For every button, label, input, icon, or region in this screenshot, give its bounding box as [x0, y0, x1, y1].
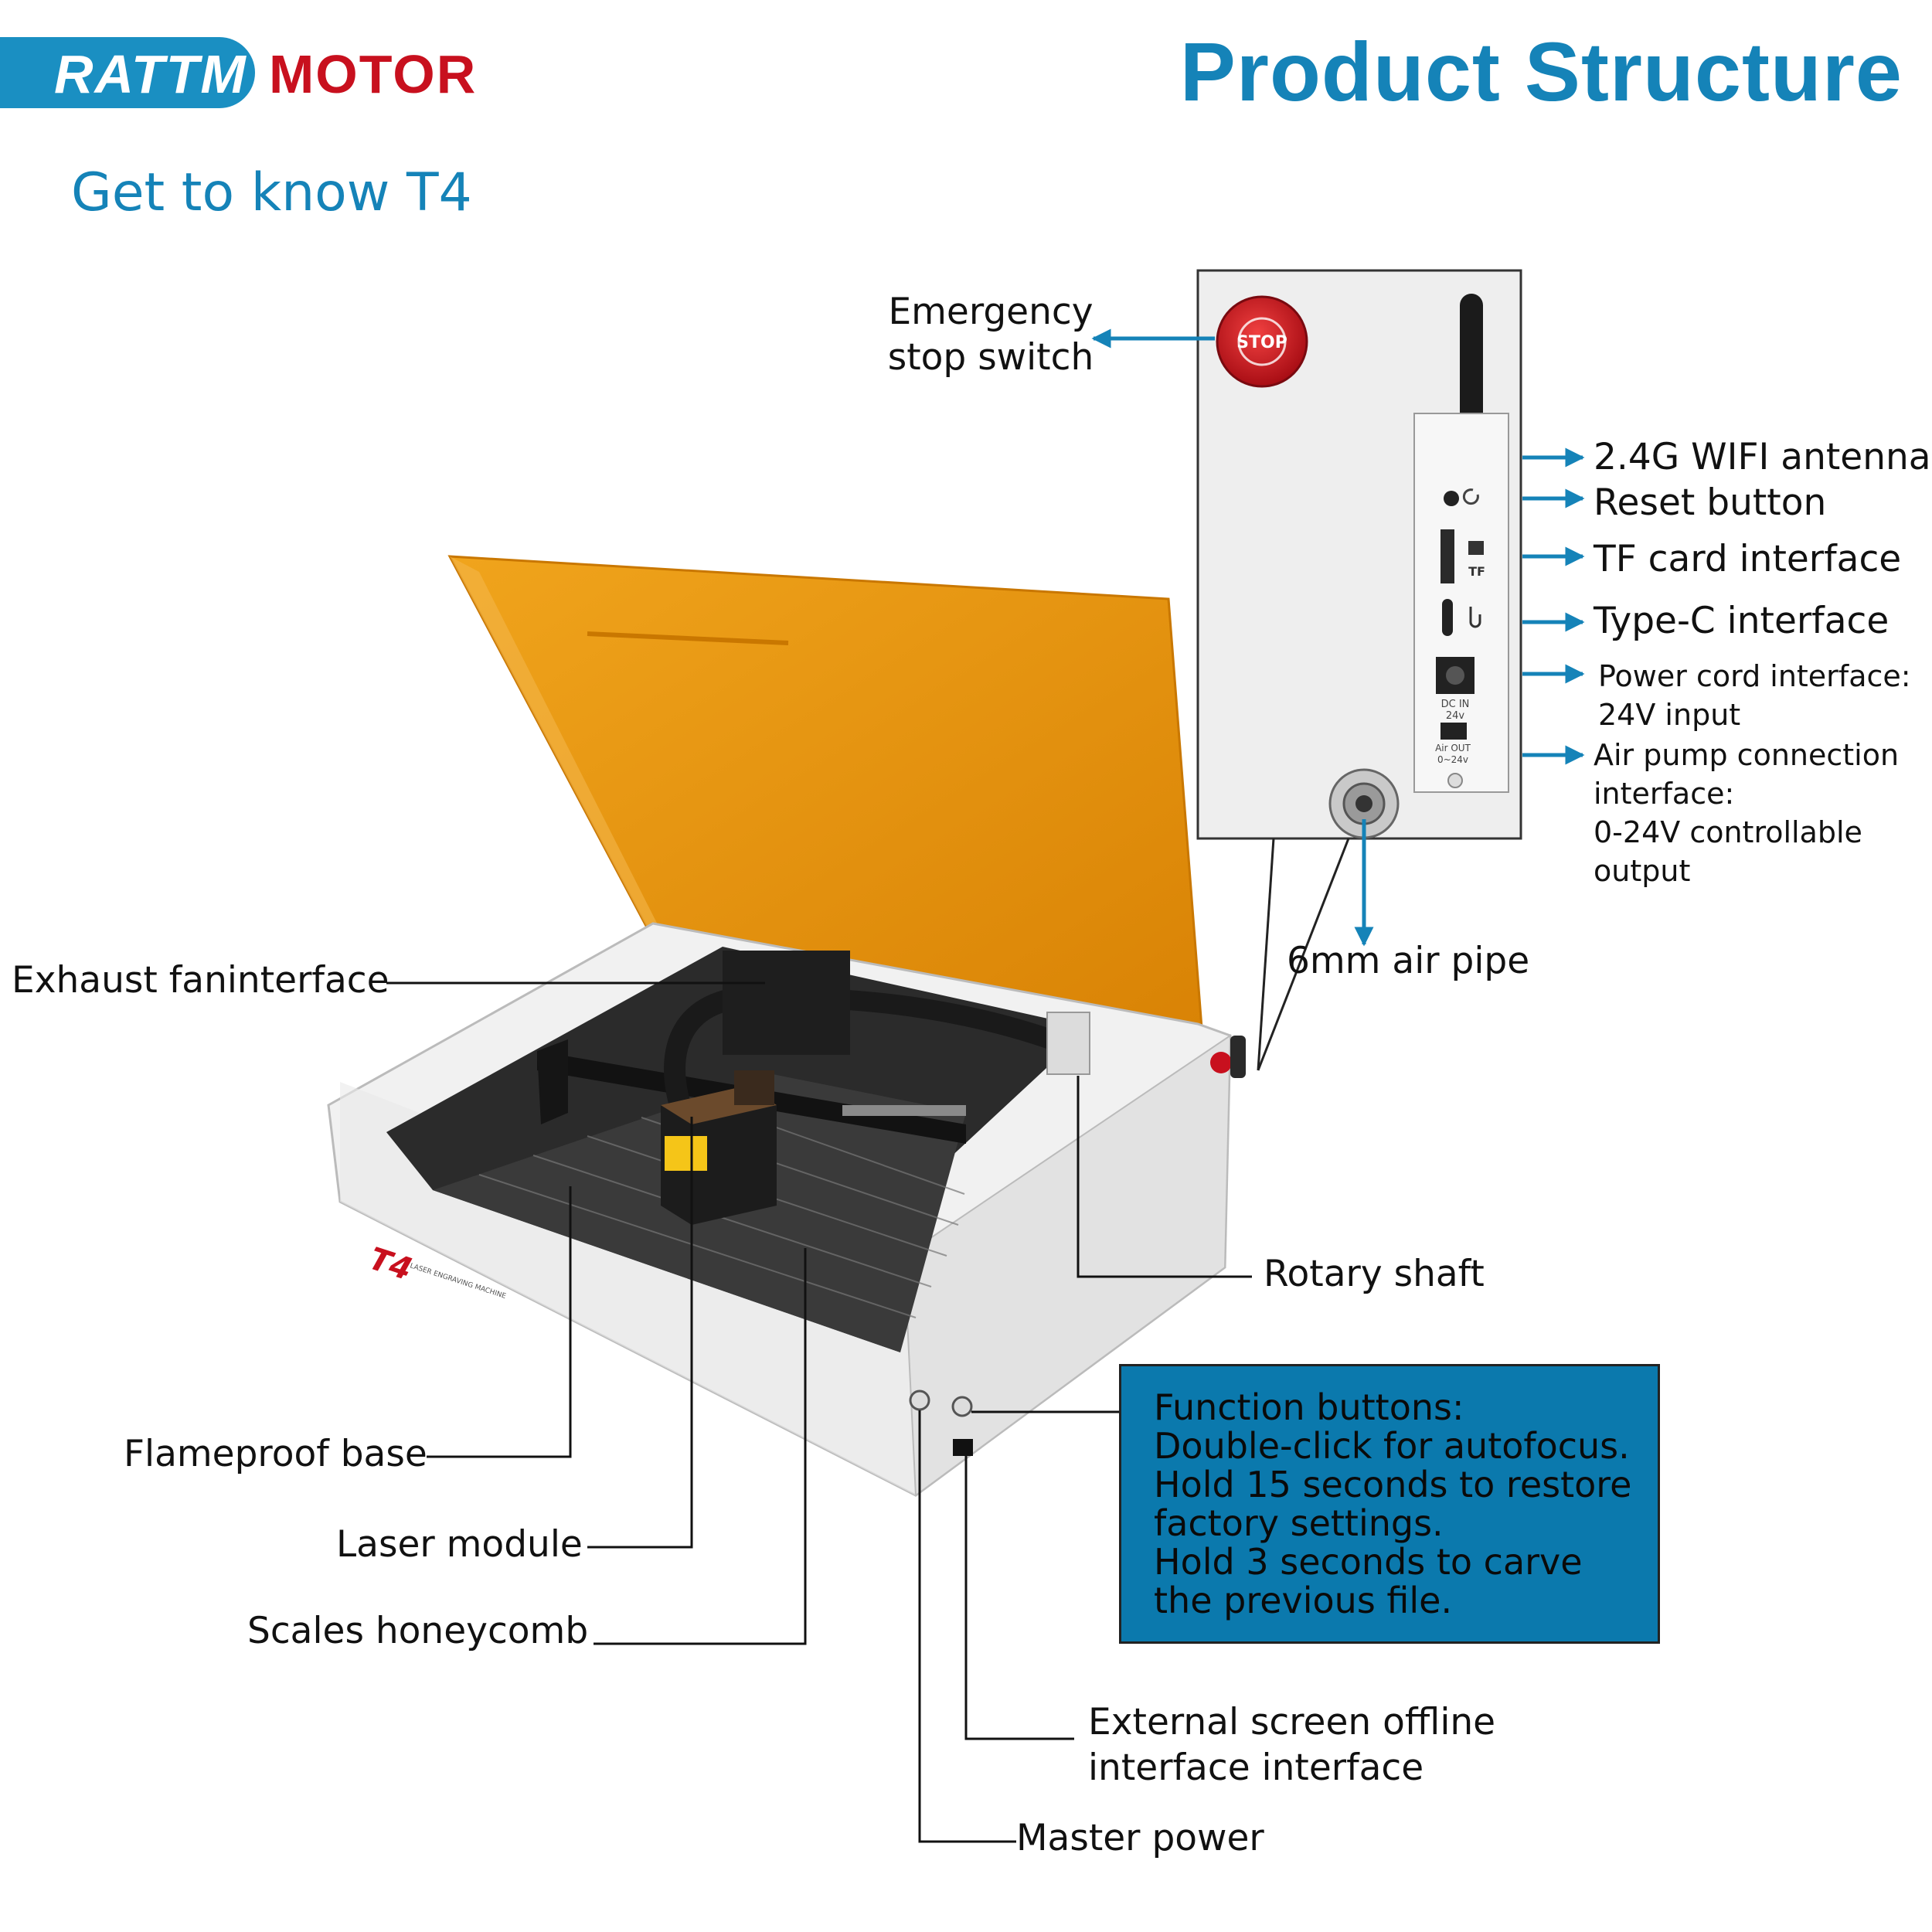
laser-engraver-machine: T4 LASER ENGRAVING MACHINE	[327, 555, 1246, 1497]
svg-text:T4: T4	[365, 1241, 417, 1288]
master-power-button	[909, 1389, 930, 1411]
reset-icon	[1462, 488, 1479, 505]
label-air-pump: Air pump connection interface: 0-24V con…	[1594, 738, 1900, 889]
function-line-5: Hold 3 seconds to carve	[1154, 1541, 1583, 1583]
air-pipe-connector	[1328, 768, 1400, 839]
tf-slot	[1440, 529, 1454, 583]
tf-card-icon	[1468, 541, 1484, 555]
function-line-4: factory settings.	[1154, 1502, 1444, 1544]
page-title: Product Structure	[1179, 25, 1903, 118]
laser-module-unit	[661, 1070, 777, 1225]
svg-text:TF: TF	[1468, 564, 1485, 579]
function-buttons-box: Function buttons: Double-click for autof…	[1119, 1364, 1660, 1644]
label-type-c: Type-C interface	[1594, 600, 1889, 642]
label-external-screen: External screen offline interface interf…	[1088, 1701, 1496, 1789]
side-panel-inset: STOP TF DC IN 24v Air OUT 0~24v	[1196, 269, 1522, 1071]
label-rotary-shaft: Rotary shaft	[1264, 1253, 1485, 1295]
external-screen-port	[953, 1439, 973, 1456]
label-wifi-antenna: 2.4G WIFI antenna	[1594, 436, 1931, 478]
page-subtitle: Get to know T4	[71, 162, 472, 223]
label-tf-card: TF card interface	[1594, 538, 1902, 580]
label-master-power: Master power	[1016, 1817, 1264, 1859]
svg-text:DC IN: DC IN	[1441, 699, 1470, 710]
reset-button-dot	[1444, 491, 1459, 506]
label-power-cord: Power cord interface: 24V input	[1598, 659, 1911, 733]
label-exhaust-fan: Exhaust faninterface	[12, 959, 389, 1002]
svg-text:0~24v: 0~24v	[1437, 754, 1468, 765]
usb-icon	[1469, 607, 1481, 628]
label-emergency-stop: Emergency stop switch	[887, 291, 1094, 379]
brand-name-motor: MOTOR	[269, 44, 478, 104]
brand-name-rattm: RATTM	[54, 44, 247, 104]
emergency-stop-button: STOP	[1216, 295, 1308, 388]
function-line-1: Function buttons:	[1154, 1386, 1464, 1428]
function-line-6: the previous file.	[1154, 1580, 1453, 1621]
function-line-2: Double-click for autofocus.	[1154, 1425, 1630, 1467]
callout-arrows	[1091, 328, 1585, 947]
label-flameproof-base: Flameproof base	[124, 1433, 427, 1475]
label-laser-module: Laser module	[336, 1523, 583, 1566]
leader-lines	[386, 981, 1252, 1843]
function-line-3: Hold 15 seconds to restore	[1154, 1464, 1632, 1505]
label-scales-honeycomb: Scales honeycomb	[247, 1610, 589, 1652]
air-out-port	[1440, 723, 1467, 740]
svg-text:24v: 24v	[1446, 710, 1465, 722]
brand-logo-pill	[0, 37, 255, 108]
label-reset-button: Reset button	[1594, 481, 1827, 524]
svg-text:Air OUT: Air OUT	[1435, 743, 1471, 753]
label-air-pipe: 6mm air pipe	[1287, 940, 1530, 982]
type-c-port	[1442, 599, 1453, 636]
svg-text:STOP: STOP	[1236, 333, 1287, 352]
function-button	[951, 1396, 973, 1417]
